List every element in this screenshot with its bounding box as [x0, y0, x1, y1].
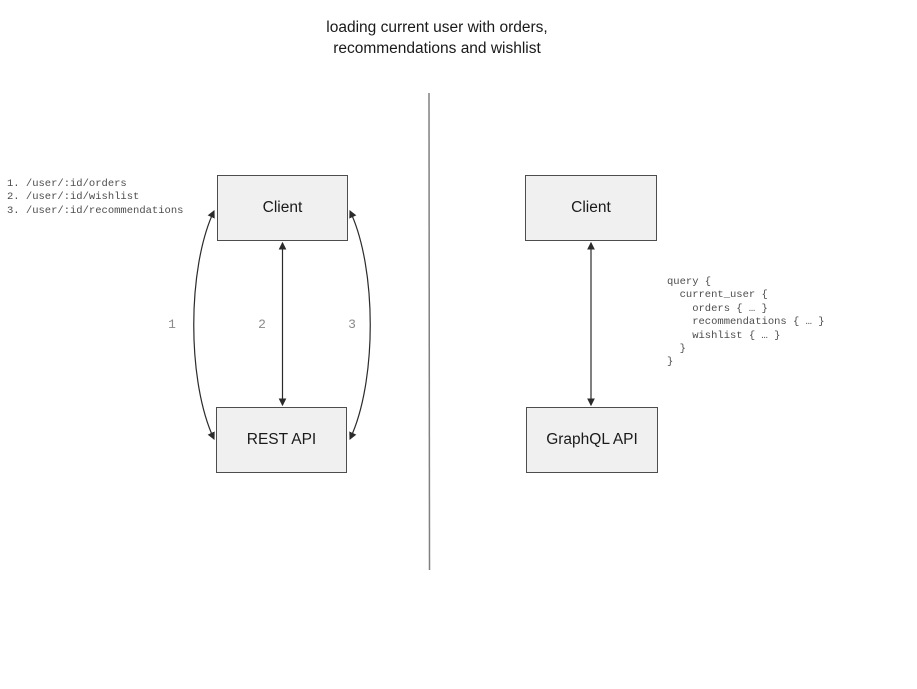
client-box-graphql: Client: [525, 175, 657, 241]
rest-api-box-label: REST API: [246, 431, 317, 448]
rest-api-box: REST API: [216, 407, 347, 473]
client-box-rest: Client: [217, 175, 348, 241]
graphql-api-box: GraphQL API: [526, 407, 658, 473]
client-box-graphql-label: Client: [571, 199, 611, 216]
diagram-title: loading current user with orders, recomm…: [0, 17, 874, 59]
divider-line: [428, 92, 431, 571]
arrow-label-1: 1: [168, 317, 176, 332]
arrow-orders: [193, 209, 215, 441]
arrow-label-3: 3: [348, 317, 356, 332]
diagram-title-line2: recommendations and wishlist: [333, 40, 541, 57]
graphql-api-box-label: GraphQL API: [546, 431, 638, 448]
diagram-title-line1: loading current user with orders,: [326, 19, 548, 36]
client-box-rest-label: Client: [262, 199, 303, 216]
graphql-query-code: query { current_user { orders { … } reco…: [667, 276, 825, 369]
arrow-label-2: 2: [258, 317, 266, 332]
rest-endpoint-list: 1. /user/:id/orders 2. /user/:id/wishlis…: [7, 178, 184, 217]
